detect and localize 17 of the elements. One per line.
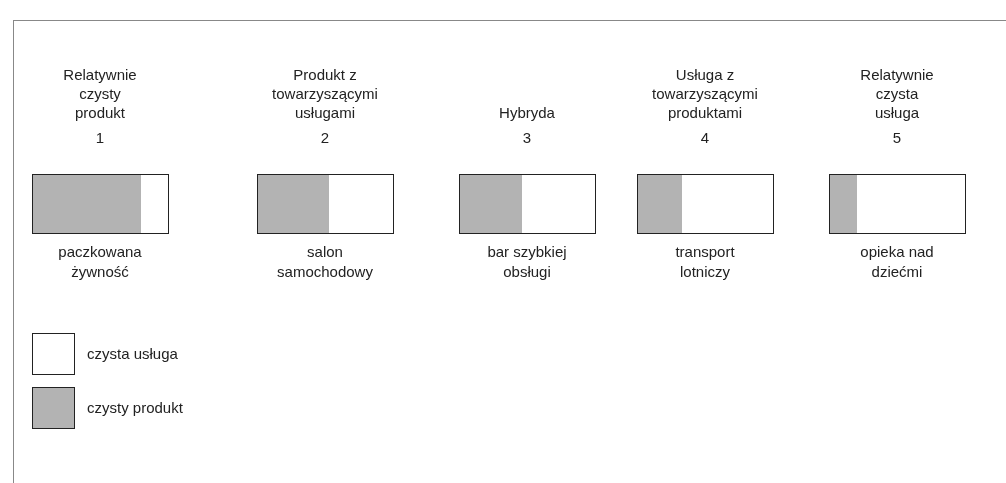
category-number: 4	[700, 128, 710, 147]
example-caption: bar szybkiej obsługi	[486, 242, 568, 282]
category-number: 2	[320, 128, 330, 147]
category-heading: Hybryda	[499, 103, 555, 122]
category-number: 5	[892, 128, 902, 147]
example-caption: paczkowana żywność	[57, 242, 143, 282]
example-caption: opieka nad dziećmi	[859, 242, 935, 282]
category-heading: Produkt z towarzyszącymi usługami	[271, 65, 379, 122]
category-heading: Relatywnie czysty produkt	[62, 65, 138, 122]
category-heading: Relatywnie czysta usługa	[859, 65, 935, 122]
legend-label: czysty produkt	[87, 397, 183, 418]
example-caption: transport lotniczy	[674, 242, 736, 282]
category-number: 1	[95, 128, 105, 147]
legend-label: czysta usługa	[87, 343, 178, 364]
category-number: 3	[522, 128, 532, 147]
example-caption: salon samochodowy	[276, 242, 374, 282]
category-heading: Usługa z towarzyszącymi produktami	[651, 65, 759, 122]
